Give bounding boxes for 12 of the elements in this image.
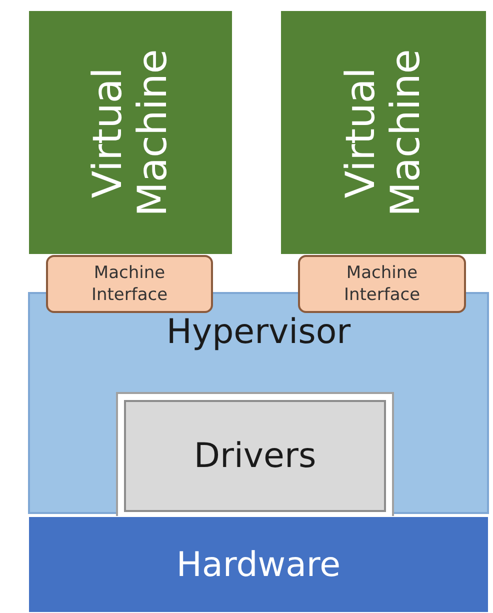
virtual-machine-box <box>28 10 233 255</box>
interface-label: Machine Interface <box>90 262 169 306</box>
hypervisor-label: Hypervisor <box>166 312 351 352</box>
hardware-layer <box>28 516 489 613</box>
interface-label: Machine Interface <box>342 262 422 306</box>
virtual-machine-box <box>280 10 487 255</box>
drivers-label: Drivers <box>194 436 316 476</box>
vm-label: Virtual Machine <box>86 48 176 218</box>
hardware-label: Hardware <box>176 544 341 584</box>
interface-box <box>298 255 466 313</box>
interface-box <box>46 255 213 313</box>
vm-label: Virtual Machine <box>338 48 428 218</box>
